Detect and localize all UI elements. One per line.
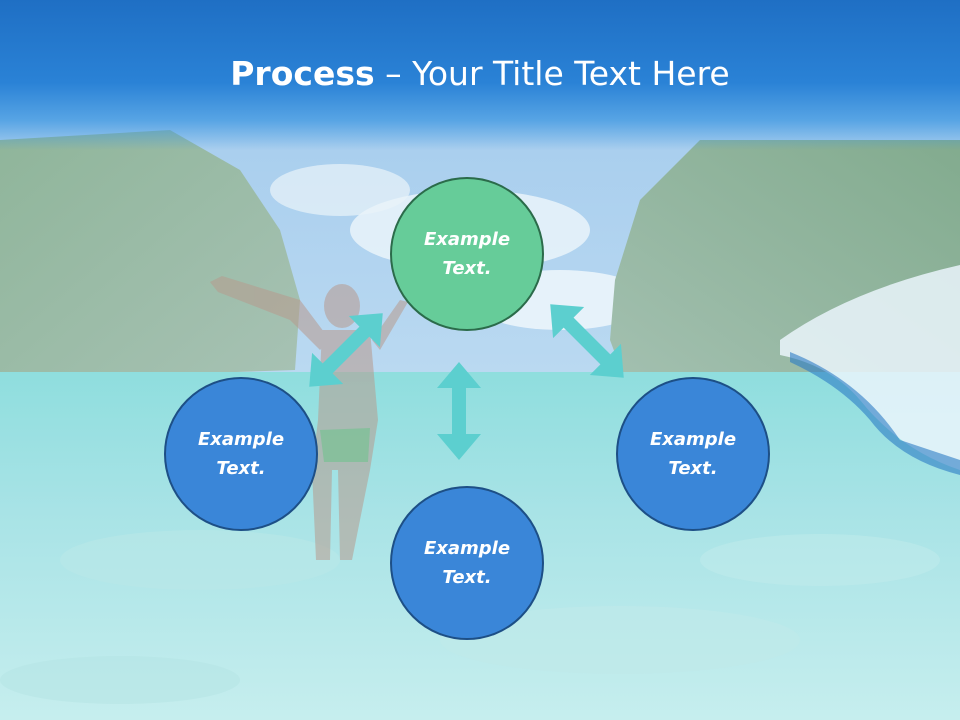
- title-regular: Your Title Text Here: [412, 54, 730, 93]
- page-title: Process – Your Title Text Here: [0, 52, 960, 96]
- title-dash: –: [374, 54, 413, 93]
- process-node-top-label: Example Text.: [423, 229, 511, 279]
- process-node-top: Example Text.: [390, 177, 544, 331]
- process-node-right-label: Example Text.: [649, 429, 737, 479]
- process-node-right: Example Text.: [616, 377, 770, 531]
- title-bar: [0, 0, 960, 150]
- process-node-left-label: Example Text.: [197, 429, 285, 479]
- arrow-group: [309, 304, 624, 460]
- process-node-bottom: Example Text.: [390, 486, 544, 640]
- left-diagonal-arrow: [309, 313, 383, 387]
- process-node-bottom-label: Example Text.: [423, 538, 511, 588]
- center-vertical-arrow: [437, 362, 481, 460]
- right-diagonal-arrow: [550, 304, 624, 378]
- process-node-left: Example Text.: [164, 377, 318, 531]
- title-bold: Process: [230, 54, 375, 93]
